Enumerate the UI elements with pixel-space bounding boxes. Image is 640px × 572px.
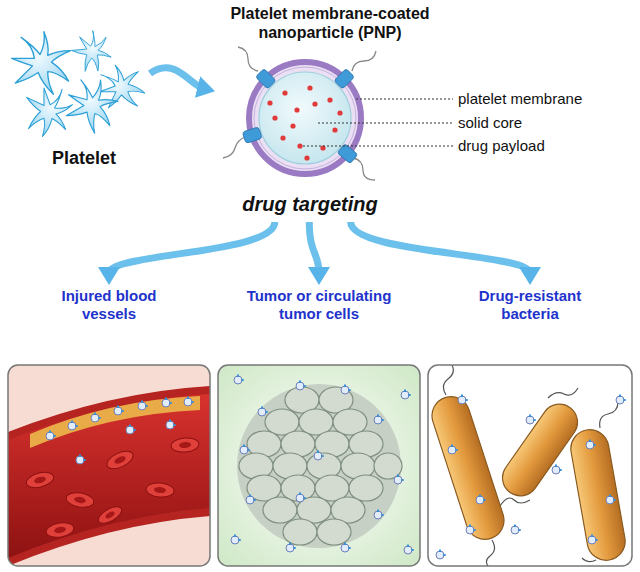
callout-label: solid core [458, 114, 522, 131]
node-caption: drug targeting [215, 192, 445, 216]
target-panel: Injured blood vessels [8, 285, 210, 566]
target-panel: Drug-resistant bacteria [428, 285, 632, 566]
node-heading: Drug-resistant bacteria [464, 287, 596, 323]
node-heading: Platelet membrane-coated nanoparticle (P… [215, 4, 445, 42]
node-heading: Injured blood vessels [48, 287, 170, 323]
callout-label: drug payload [458, 137, 545, 154]
platelet-group: Platelet [18, 30, 150, 175]
targeting-arrow [309, 222, 319, 273]
targeting-arrow [351, 222, 530, 273]
node-heading: Platelet [18, 148, 150, 170]
callout-label: platelet membrane [458, 90, 582, 107]
node-heading: Tumor or circulating tumor cells [228, 287, 410, 323]
targeting-arrow [150, 68, 203, 89]
pnp-group: Platelet membrane-coated nanoparticle (P… [215, 4, 445, 222]
targeting-arrow [109, 222, 275, 273]
target-panel: Tumor or circulating tumor cells [218, 285, 420, 566]
